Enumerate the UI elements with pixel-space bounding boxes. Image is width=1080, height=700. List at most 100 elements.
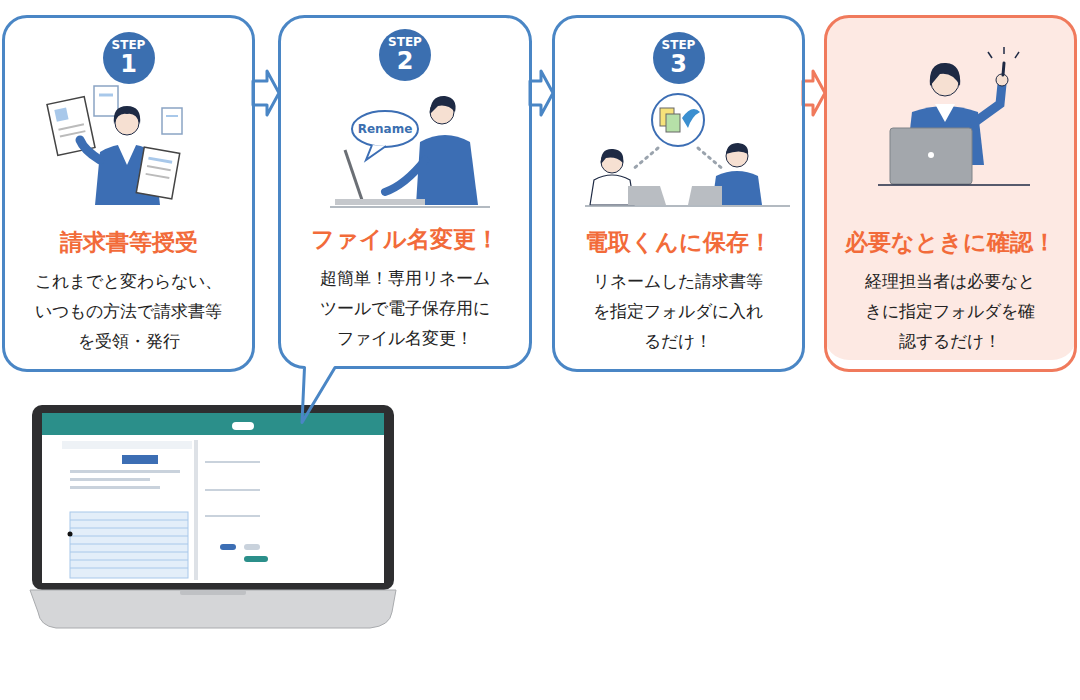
illustration-part <box>345 150 362 200</box>
illustration-part <box>117 143 137 165</box>
person-with-papers <box>47 86 182 205</box>
illustration-part <box>666 114 680 132</box>
illustration-part <box>68 532 73 537</box>
illustration-part <box>95 144 160 205</box>
step-description: リネームした請求書等を指定フォルダに入れるだけ！ <box>590 266 767 356</box>
illustration-part <box>220 544 236 550</box>
illustration-part <box>601 149 623 164</box>
illustration-part <box>58 124 83 129</box>
illustration-part <box>42 413 384 435</box>
step-description: 経理担当者は必要なときに指定フォルダを確認するだけ！ <box>862 266 1039 356</box>
illustration-part <box>114 106 140 124</box>
step-title: 電取くんに保存！ <box>555 227 802 258</box>
illustration-part <box>62 441 192 449</box>
illustration-part <box>416 135 478 205</box>
step-title: 請求書等授受 <box>5 227 252 258</box>
illustration-part <box>70 520 188 568</box>
illustration-part <box>330 206 490 208</box>
illustration-part <box>146 174 170 178</box>
step-description: これまでと変わらない、いつもの方法で請求書等を受領・発行 <box>32 266 224 356</box>
illustration-part <box>70 478 150 481</box>
illustration-part <box>205 462 260 516</box>
step-box: 電取くんに保存！ リネームした請求書等を指定フォルダに入れるだけ！ STEP3 <box>552 15 805 372</box>
illustration-part <box>652 94 704 146</box>
illustration-part <box>906 106 984 165</box>
illustration-part <box>115 111 139 135</box>
illustration-part <box>698 148 724 170</box>
step-label: STEP <box>388 36 422 49</box>
illustration-part <box>148 158 172 162</box>
illustration-part <box>232 422 254 430</box>
illustration-part <box>180 590 246 595</box>
illustration-part <box>166 115 178 117</box>
illustration-part <box>70 512 188 578</box>
bubble-label: Rename <box>350 122 420 136</box>
person-pointing <box>878 47 1030 185</box>
illustration-part <box>632 148 658 170</box>
step-badge: STEP3 <box>653 32 705 84</box>
illustration-part <box>94 86 118 116</box>
illustration-part <box>688 186 722 205</box>
illustration-part <box>32 405 394 590</box>
illustration-part <box>726 145 748 167</box>
illustration-part <box>70 486 160 489</box>
illustration-part <box>366 145 386 160</box>
illustration-part <box>80 140 100 160</box>
illustration-part <box>931 68 959 96</box>
illustration-part <box>430 100 454 124</box>
illustration-part <box>194 440 198 580</box>
illustration-part <box>601 151 623 173</box>
illustration-part <box>147 166 171 170</box>
step-label: STEP <box>112 39 146 52</box>
step-title: ファイル名変更！ <box>278 224 532 255</box>
illustration-part <box>47 97 95 156</box>
illustration-part <box>162 108 182 134</box>
step-badge: STEP1 <box>103 32 155 84</box>
illustration-part <box>122 455 158 464</box>
step-number: 1 <box>120 52 137 77</box>
illustration-part <box>935 104 955 122</box>
illustration-part <box>628 186 666 205</box>
illustration-part <box>1003 63 1004 75</box>
illustration-part <box>136 147 179 199</box>
illustration-part <box>878 184 1030 186</box>
storage-scene <box>585 94 790 206</box>
illustration-part <box>1015 52 1019 58</box>
step-label: STEP <box>662 39 696 52</box>
illustration-part <box>385 160 425 192</box>
illustration-part <box>30 590 396 628</box>
illustration-part <box>996 74 1008 86</box>
step-number: 3 <box>670 52 687 77</box>
illustration-part <box>988 52 992 58</box>
illustration-part <box>930 63 960 86</box>
illustration-part <box>726 143 748 154</box>
illustration-part <box>1003 47 1005 54</box>
illustration-part <box>136 147 179 199</box>
illustration-part <box>70 470 180 473</box>
flow-arrow <box>803 71 825 115</box>
illustration-part <box>660 108 674 126</box>
person-at-laptop <box>330 96 490 207</box>
illustration-part <box>54 108 68 122</box>
step-box: 必要なときに確認！ 経理担当者は必要なときに指定フォルダを確認するだけ！ <box>824 15 1077 372</box>
illustration-part <box>430 96 456 114</box>
illustration-part <box>928 152 934 158</box>
illustration-part <box>682 109 700 128</box>
flow-arrow <box>530 71 553 115</box>
step-box: ファイル名変更！ 超簡単！専用リネームツールで電子保存用にファイル名変更！ STEP… <box>278 15 532 369</box>
step-box: 請求書等授受これまでと変わらない、いつもの方法で請求書等を受領・発行 STEP1 <box>2 15 255 372</box>
step-title: 必要なときに確認！ <box>827 227 1074 258</box>
illustration-part <box>585 205 790 207</box>
panel-fill <box>824 15 1077 360</box>
illustration-part <box>335 199 425 205</box>
illustration-part <box>244 556 268 562</box>
flow-arrow <box>253 71 279 115</box>
step-description: 超簡単！専用リネームツールで電子保存用にファイル名変更！ <box>317 263 494 353</box>
illustration-part <box>590 175 634 205</box>
step-number: 2 <box>397 49 414 74</box>
illustration-part <box>42 413 384 583</box>
step-badge: STEP2 <box>379 29 431 81</box>
bubble-outline-path <box>280 17 531 423</box>
illustration-part <box>244 544 260 550</box>
